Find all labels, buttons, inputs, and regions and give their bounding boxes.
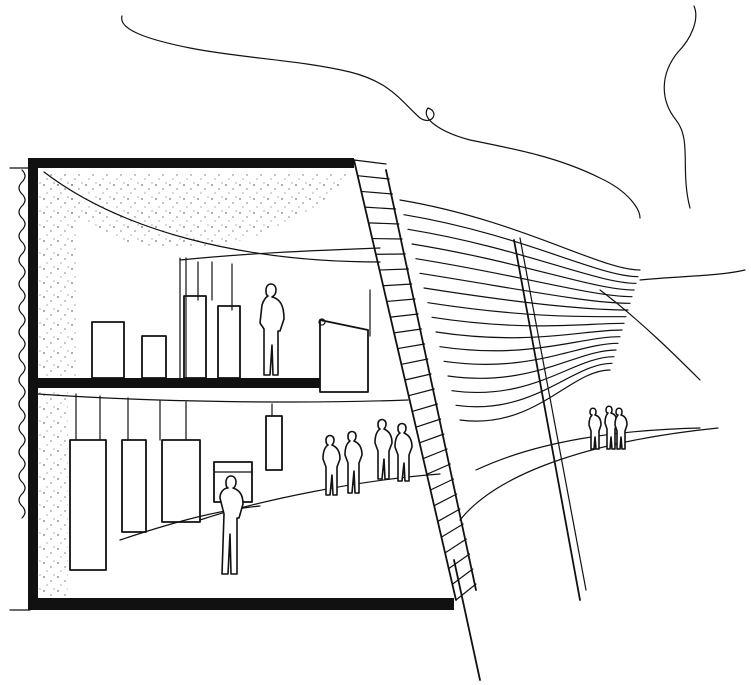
stair-tread bbox=[408, 388, 435, 397]
person-silhouette bbox=[322, 434, 341, 496]
stair-tread bbox=[382, 283, 413, 287]
person-silhouette bbox=[614, 407, 628, 450]
seating-tier bbox=[407, 228, 637, 284]
auditorium-column bbox=[513, 239, 581, 601]
lower-display-panel bbox=[161, 439, 201, 523]
stair-tread bbox=[411, 403, 439, 413]
lower-floor-edge-back bbox=[119, 505, 261, 541]
stippled-wall-lower bbox=[38, 392, 68, 602]
seating-tier bbox=[427, 302, 627, 318]
auditorium-column-inner bbox=[519, 237, 587, 591]
back-wall-line bbox=[639, 269, 746, 281]
display-plinth bbox=[91, 321, 125, 379]
seating-tier bbox=[439, 336, 621, 352]
seating-tier bbox=[435, 329, 623, 339]
person-silhouette bbox=[394, 422, 413, 482]
seating-tier bbox=[455, 362, 613, 408]
stair-tread bbox=[444, 538, 467, 554]
stair-tread bbox=[389, 313, 419, 318]
stair-tread bbox=[353, 159, 387, 165]
seating-tier bbox=[451, 356, 615, 393]
stair-tread bbox=[418, 433, 445, 444]
seating-tier bbox=[431, 316, 625, 327]
stair-tread bbox=[455, 583, 477, 601]
landscape-contour-line bbox=[121, 15, 641, 219]
stair-tread bbox=[404, 373, 432, 381]
lower-display-panel bbox=[121, 439, 147, 533]
seating-tier bbox=[419, 272, 631, 304]
person-silhouette bbox=[259, 283, 285, 376]
auditorium-floor-curve bbox=[459, 427, 719, 521]
person-silhouette bbox=[588, 407, 602, 450]
stair-tread bbox=[364, 206, 397, 210]
auditorium-floor-curve-2 bbox=[475, 427, 701, 471]
lower-display-panel bbox=[69, 439, 107, 571]
stair-tread bbox=[433, 493, 458, 507]
stippled-wall-left bbox=[38, 172, 78, 382]
stair-tread bbox=[448, 553, 471, 570]
seating-tier bbox=[423, 287, 629, 311]
roof-slab bbox=[28, 158, 354, 168]
gallery-railing bbox=[319, 319, 369, 393]
display-panel bbox=[217, 305, 241, 379]
stippled-wall-fill bbox=[38, 172, 350, 248]
stair-tread bbox=[422, 448, 448, 460]
display-panel bbox=[183, 295, 207, 379]
earth-edge-wiggle bbox=[18, 169, 26, 519]
seating-tier bbox=[399, 199, 641, 271]
mezzanine-slab bbox=[28, 378, 320, 388]
lower-ceiling-line bbox=[37, 393, 409, 403]
stair-tread bbox=[440, 523, 464, 538]
landscape-contour-line-right bbox=[663, 5, 697, 209]
person-silhouette bbox=[344, 430, 363, 494]
stair-tread bbox=[426, 463, 451, 475]
person-silhouette bbox=[374, 418, 393, 480]
ground-slab bbox=[28, 598, 454, 610]
person-silhouette bbox=[219, 475, 244, 575]
stair-tread bbox=[367, 222, 400, 225]
seating-tier bbox=[403, 214, 639, 278]
seating-tier bbox=[443, 342, 619, 365]
stair-tread bbox=[357, 175, 390, 180]
stair-tread bbox=[429, 478, 455, 491]
seating-tier bbox=[447, 349, 617, 379]
stair-tread bbox=[386, 298, 416, 303]
stair-tread bbox=[393, 328, 422, 334]
stair-tread bbox=[415, 418, 442, 428]
lower-display-panel bbox=[265, 415, 283, 471]
stair-tread bbox=[378, 268, 410, 271]
seating-tier bbox=[459, 369, 611, 422]
stair-tread bbox=[360, 190, 394, 195]
upper-ceiling-curve bbox=[43, 171, 381, 263]
seating-tier bbox=[415, 258, 633, 298]
auditorium-back-curve bbox=[599, 289, 701, 381]
stair-tread bbox=[451, 568, 474, 585]
auditorium-tiers bbox=[399, 199, 746, 422]
stair-tread bbox=[437, 508, 461, 523]
stair-tread bbox=[400, 358, 429, 365]
upper-floor-curve bbox=[179, 247, 381, 261]
stair-treads bbox=[353, 159, 477, 601]
seating-tier bbox=[411, 243, 635, 291]
stair-tread bbox=[397, 343, 426, 350]
railing-knob bbox=[318, 318, 326, 326]
display-plinth bbox=[141, 335, 167, 379]
